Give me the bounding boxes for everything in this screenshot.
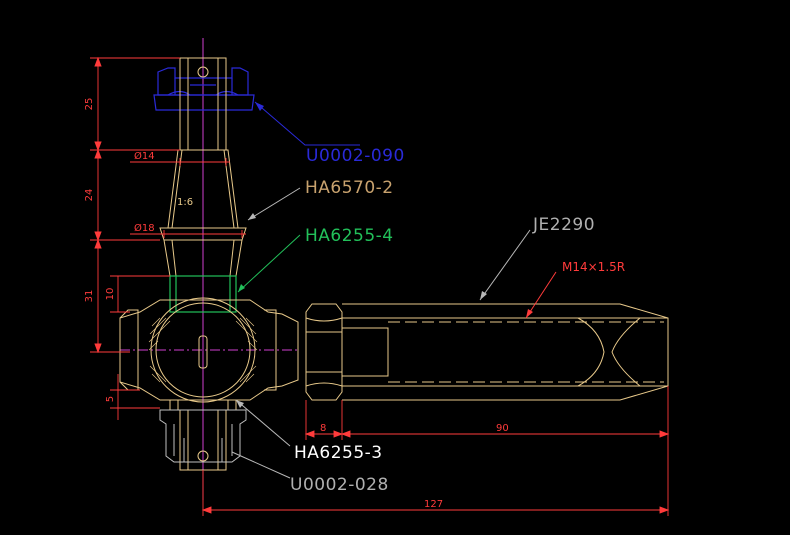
- centerlines: [120, 38, 300, 500]
- label-sleeve: HA6255-4: [305, 226, 394, 246]
- dim-rod-length: 90: [496, 423, 509, 434]
- dim-taper-ratio: 1:6: [177, 197, 193, 208]
- dimensions: [90, 56, 670, 516]
- bottom-nut-cap: [159, 409, 247, 463]
- dim-top-diameter: Ø14: [134, 150, 155, 162]
- dim-hex-width: 8: [320, 423, 326, 434]
- dim-top-length: 25: [84, 98, 95, 111]
- dim-ball-length: 31: [84, 290, 95, 303]
- dim-lower-length: 5: [105, 396, 116, 402]
- dim-taper-length: 24: [84, 189, 95, 202]
- dim-base-diameter: Ø18: [134, 222, 155, 234]
- leader-lines: [231, 101, 557, 479]
- label-top-cap: U0002-090: [306, 146, 405, 166]
- dim-sleeve-length: 10: [105, 288, 116, 301]
- label-rod: JE2290: [532, 215, 595, 235]
- ball-stud: [159, 57, 247, 277]
- rod-assembly: [305, 303, 669, 401]
- dimension-labels: 25 24 31 10 5 Ø14 Ø18 1:6 8 90 127: [84, 98, 509, 510]
- top-nut-cap: [153, 67, 255, 111]
- dim-overall-length: 127: [424, 499, 443, 510]
- label-spacer: HA6255-3: [294, 443, 383, 463]
- part-labels: U0002-090 HA6570-2 HA6255-4 JE2290 M14×1…: [290, 146, 625, 495]
- label-bottom-cap: U0002-028: [290, 475, 389, 495]
- label-stud: HA6570-2: [305, 178, 394, 198]
- label-thread: M14×1.5R: [562, 260, 625, 274]
